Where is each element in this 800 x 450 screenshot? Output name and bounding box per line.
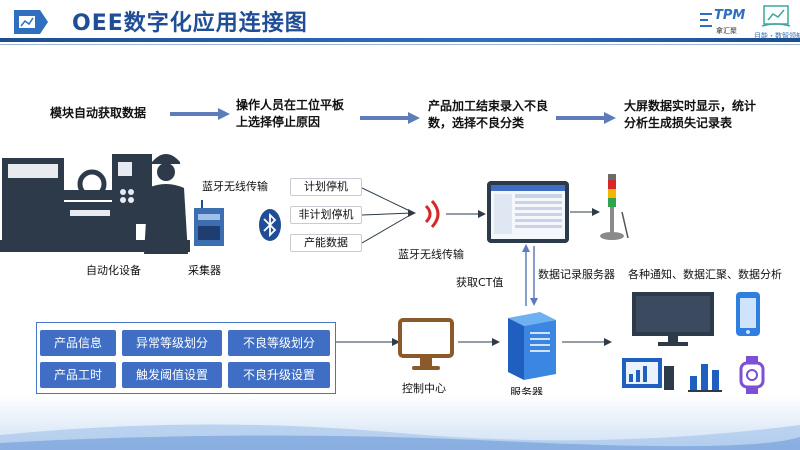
product-hours-button[interactable]: 产品工时 [40, 362, 116, 388]
app-logo-icon [14, 10, 48, 34]
step-2-line2: 上选择停止原因 [236, 115, 321, 129]
step-arrow-2 [360, 112, 420, 124]
step-2-line1: 操作人员在工位平板 [236, 98, 345, 112]
auto-device-label: 自动化设备 [86, 264, 141, 277]
arrow-to-tower [570, 208, 600, 216]
record-server-label: 数据记录服务器 [538, 268, 615, 281]
page-title: OEE数字化应用连接图 [72, 11, 308, 36]
product-info-button[interactable]: 产品信息 [40, 330, 116, 356]
bt-transmit-top-label: 蓝牙无线传输 [202, 180, 268, 193]
tablet-icon [487, 181, 569, 243]
tablet-server-arrows [522, 244, 538, 306]
get-ct-label: 获取CT值 [456, 276, 504, 289]
step-1: 模块自动获取数据 [50, 105, 146, 122]
tag-unplanned-stop: 非计划停机 [290, 206, 362, 224]
step-4-line1: 大屏数据实时显示，统计 [624, 99, 757, 113]
arrow-to-tablet [446, 210, 486, 218]
step-4-line2: 分析生成损失记录表 [624, 116, 733, 130]
worker-icon [144, 154, 188, 254]
server-icon [508, 312, 556, 380]
step-3: 产品加工结束录入不良 数，选择不良分类 [428, 98, 548, 132]
big-screen-icon [632, 292, 714, 346]
arrow-server-to-outputs [562, 338, 612, 346]
step-4: 大屏数据实时显示，统计 分析生成损失记录表 [624, 98, 756, 132]
smart-watch-icon [739, 356, 765, 394]
mobile-phone-icon [736, 292, 760, 336]
brand2-logo: 月能・数智领航 [754, 2, 800, 40]
machine-tool-icon [0, 154, 190, 252]
dashboard-report-icon [622, 358, 674, 390]
brand-sub: 拿汇聚 [716, 27, 737, 35]
header-rule-thin [0, 44, 800, 45]
step-1-line1: 模块自动获取数据 [50, 106, 147, 120]
tag-planned-stop: 计划停机 [290, 178, 362, 196]
brand-name: TPM [714, 8, 746, 23]
step-2: 操作人员在工位平板 上选择停止原因 [236, 97, 344, 131]
step-3-line2: 数，选择不良分类 [428, 116, 525, 130]
signal-tower-light-icon [600, 174, 629, 240]
bottom-wave-decoration [0, 395, 800, 450]
converge-lines [362, 187, 416, 244]
arrow-panel-to-control [336, 338, 400, 346]
defect-level-button[interactable]: 不良等级划分 [228, 330, 330, 356]
brand-logo: TPM 拿汇聚 [696, 6, 752, 40]
arrow-control-to-server [458, 338, 500, 346]
exception-level-button[interactable]: 异常等级划分 [122, 330, 222, 356]
collector-device-icon [194, 200, 224, 246]
monitor-icon [398, 318, 454, 370]
brand2-caption: 月能・数智领航 [754, 32, 800, 40]
header-rule [0, 38, 800, 42]
tpm-logo-icon [700, 13, 712, 27]
collector-label: 采集器 [188, 264, 221, 277]
tag-capacity-data: 产能数据 [290, 234, 362, 252]
step-arrow-1 [170, 108, 230, 120]
book-chart-icon [761, 5, 791, 27]
trigger-threshold-button[interactable]: 触发阈值设置 [122, 362, 222, 388]
bt-transmit-mid-label: 蓝牙无线传输 [398, 248, 464, 261]
step-3-line1: 产品加工结束录入不良 [428, 99, 549, 113]
bluetooth-icon [259, 209, 281, 241]
step-arrow-3 [556, 112, 616, 124]
defect-escalation-button[interactable]: 不良升级设置 [228, 362, 330, 388]
notify-label: 各种通知、数据汇聚、数据分析 [628, 268, 782, 281]
bar-chart-icon [688, 364, 722, 392]
wireless-signal-icon [424, 199, 440, 229]
control-center-label: 控制中心 [402, 382, 446, 395]
